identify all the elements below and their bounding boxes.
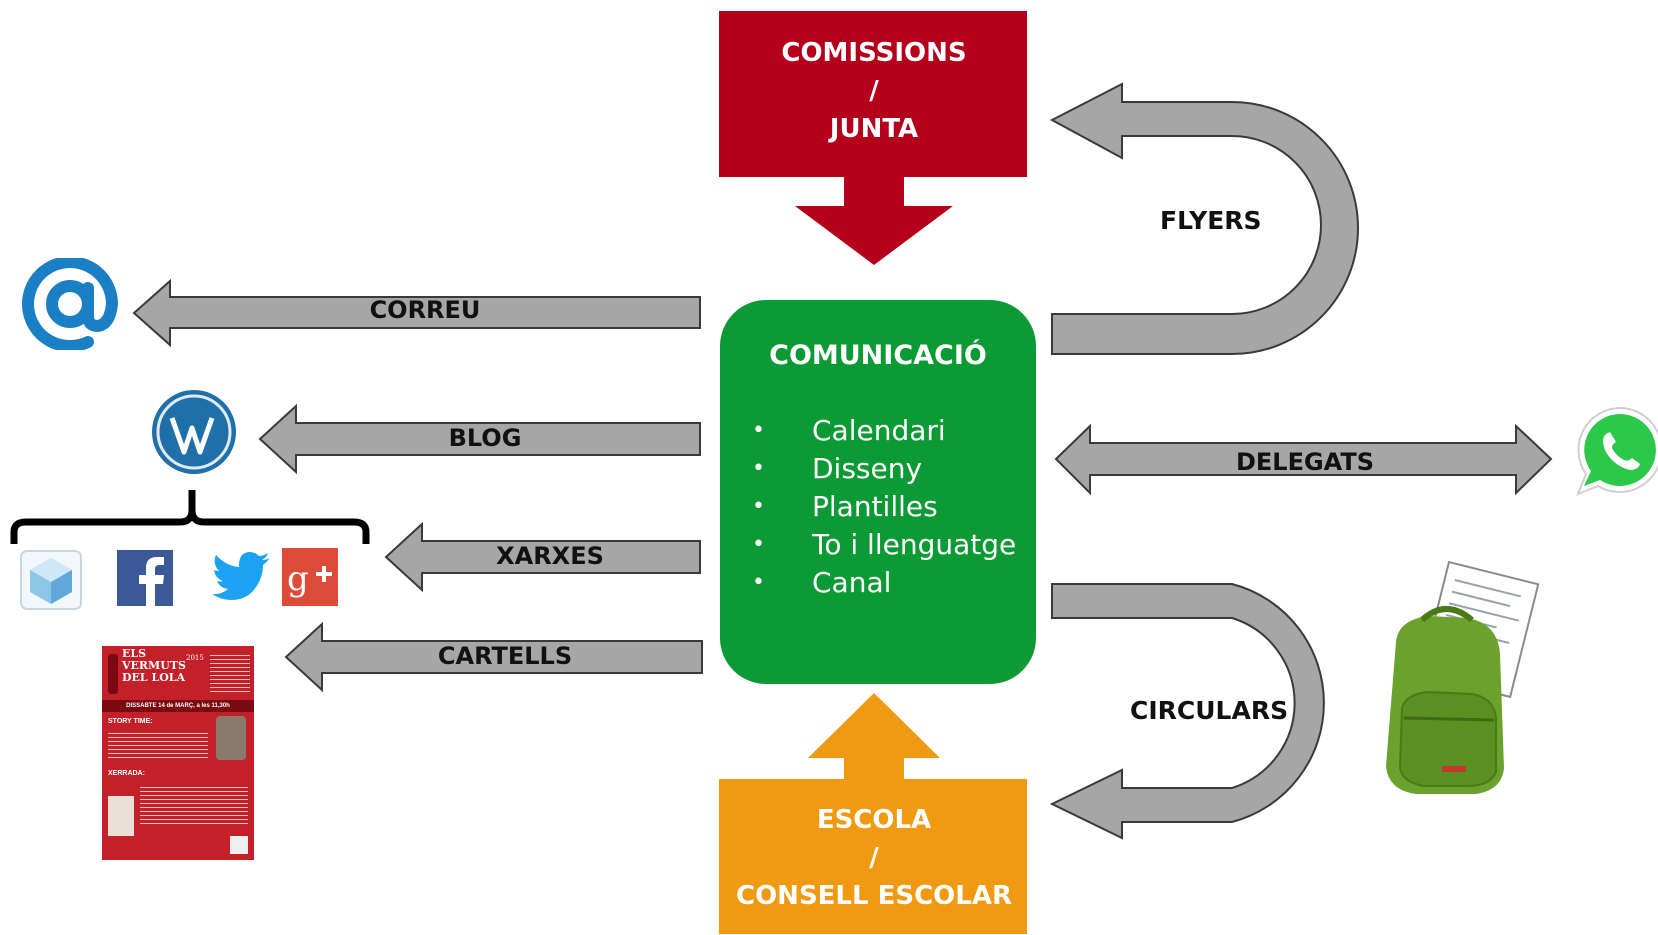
flyers-uturn-arrow [1049,82,1359,355]
poster-stamp [108,796,134,836]
cartells-label: CARTELLS [437,642,573,670]
whatsapp-icon [1576,406,1658,496]
comunicacio-title: COMUNICACIÓ [769,340,987,371]
poster-section-title: STORY TIME: [108,718,153,725]
backpack-letter-icon [1386,560,1540,794]
circulars-label: CIRCULARS [1130,696,1289,725]
fire-extinguisher-icon [108,654,118,694]
comissions-junta-label: COMISSIONS / JUNTA [781,38,967,144]
cartells-arrow [284,622,703,692]
blog-label: BLOG [448,424,522,452]
list-item: Canal [750,564,1016,602]
blog-arrow [258,404,701,474]
svg-text:g: g [287,559,309,599]
poster-text-block [108,730,208,760]
list-item: To i llenguatge [750,526,1016,564]
poster-figure [216,716,246,760]
twitter-icon [212,552,270,600]
list-item: Plantilles [750,488,1016,526]
comunicacio-box: COMUNICACIÓ Calendari Disseny Plantilles… [720,300,1036,684]
at-sign-icon [22,258,118,350]
flyers-label: FLYERS [1160,206,1262,235]
delegats-arrow [1054,424,1553,496]
poster-title: ELS VERMUTS DEL LOLA [122,647,186,684]
poster-section-title: XERRADA: [108,770,145,777]
poster-qr-code [230,836,248,854]
escola-arrow-shape [719,693,1027,934]
google-plus-icon: g [282,548,338,606]
delegats-label: DELEGATS [1235,448,1375,476]
ice-cube-icon [20,550,82,610]
escola-consell-label: ESCOLA / CONSELL ESCOLAR [736,805,1012,911]
comunicacio-list: Calendari Disseny Plantilles To i llengu… [750,412,1016,602]
poster-date-bar: DISSABTE 14 de MARÇ, a les 11,30h [102,700,254,712]
poster-text-block [210,652,250,692]
list-item: Calendari [750,412,1016,450]
poster-year: 2015 [186,654,204,662]
comissions-arrow-shape [719,11,1027,265]
facebook-icon [117,550,173,606]
event-poster: ELS VERMUTS DEL LOLA 2015 DISSABTE 14 de… [102,646,254,860]
circulars-uturn-arrow [1049,583,1325,840]
correu-label: CORREU [369,296,481,324]
wordpress-icon [152,390,236,474]
poster-text-block [140,784,248,826]
brace-connector [10,490,370,544]
list-item: Disseny [750,450,1016,488]
correu-arrow [132,278,701,348]
xarxes-label: XARXES [496,542,604,570]
xarxes-arrow [384,522,701,592]
